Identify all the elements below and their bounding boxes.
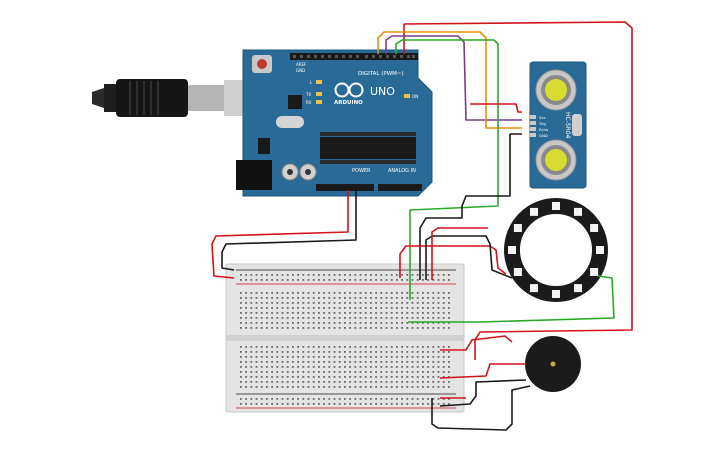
sensor-pin-gnd: GND [539, 133, 548, 138]
usb-cable [92, 79, 246, 117]
wire-echo [377, 31, 522, 129]
ring-pixel [596, 246, 604, 254]
ring-pixel [552, 202, 560, 210]
sensor-transducer-bottom [535, 139, 577, 181]
crystal [276, 116, 304, 128]
analog-header [378, 184, 422, 191]
analog-header-label: ANALOG IN [388, 168, 416, 174]
wire-gnd [221, 190, 357, 271]
ring-pixel [574, 284, 582, 293]
sensor-model-label: HC-SR04 [564, 112, 571, 139]
power-header-label: POWER [352, 168, 371, 174]
power-jack [236, 160, 272, 190]
neopixel-ring [504, 198, 608, 302]
ring-pixel [513, 268, 522, 276]
digital-header [290, 53, 418, 60]
led-on [404, 94, 410, 98]
sensor-transducer-top [535, 69, 577, 111]
arduino-logo-icon [334, 82, 364, 98]
ring-pixel [552, 290, 560, 298]
on-label: ON [412, 94, 418, 99]
arduino-model: UNO [370, 85, 395, 98]
ring-pixel [590, 268, 599, 276]
ring-pixel [508, 246, 516, 254]
gnd-label: GND [296, 68, 305, 73]
led-l-label: L [310, 80, 313, 85]
wire-ring-data [395, 39, 499, 300]
arduino-brand: ARDUINO [334, 100, 363, 106]
wire-buzzer-gnd [431, 385, 531, 431]
atmega-chip [320, 137, 416, 159]
sensor-pin-echo: Echo [539, 127, 549, 132]
sensor-pin-trig: Trig [538, 121, 546, 126]
wire-sensor-gnd [419, 133, 522, 280]
sensor-pin-vcc: Vcc [539, 115, 546, 120]
wire-buzzer-pos [439, 363, 526, 379]
led-tx [316, 92, 322, 96]
usb-chip [288, 95, 302, 109]
wires [211, 21, 633, 431]
led-tx-label: TX [305, 92, 311, 97]
digital-header-label: DIGITAL (PWM~) [358, 71, 404, 77]
ring-pixel [590, 224, 599, 232]
led-rx [316, 100, 322, 104]
piezo-buzzer [525, 336, 581, 392]
ring-pixel [530, 207, 538, 216]
ring-pixel [530, 284, 538, 293]
aref-label: AREF [296, 62, 307, 67]
ultrasonic-sensor: Vcc Trig Echo GND HC-SR04 [529, 61, 587, 189]
svg-text:Vcc Trig Echo: Vcc Trig Echo GND [538, 115, 549, 138]
breadboard [225, 263, 465, 413]
ring-pixel [574, 207, 582, 216]
wire-trig [385, 35, 522, 121]
arduino-uno-board: DIGITAL (PWM~) AREF GND L TX RX ARDUINO … [236, 49, 433, 197]
wire-5v [211, 190, 349, 279]
power-header [316, 184, 374, 191]
led-l [316, 80, 322, 84]
ring-pixel [513, 224, 522, 232]
reset-button[interactable] [257, 59, 267, 69]
led-rx-label: RX [306, 100, 312, 105]
